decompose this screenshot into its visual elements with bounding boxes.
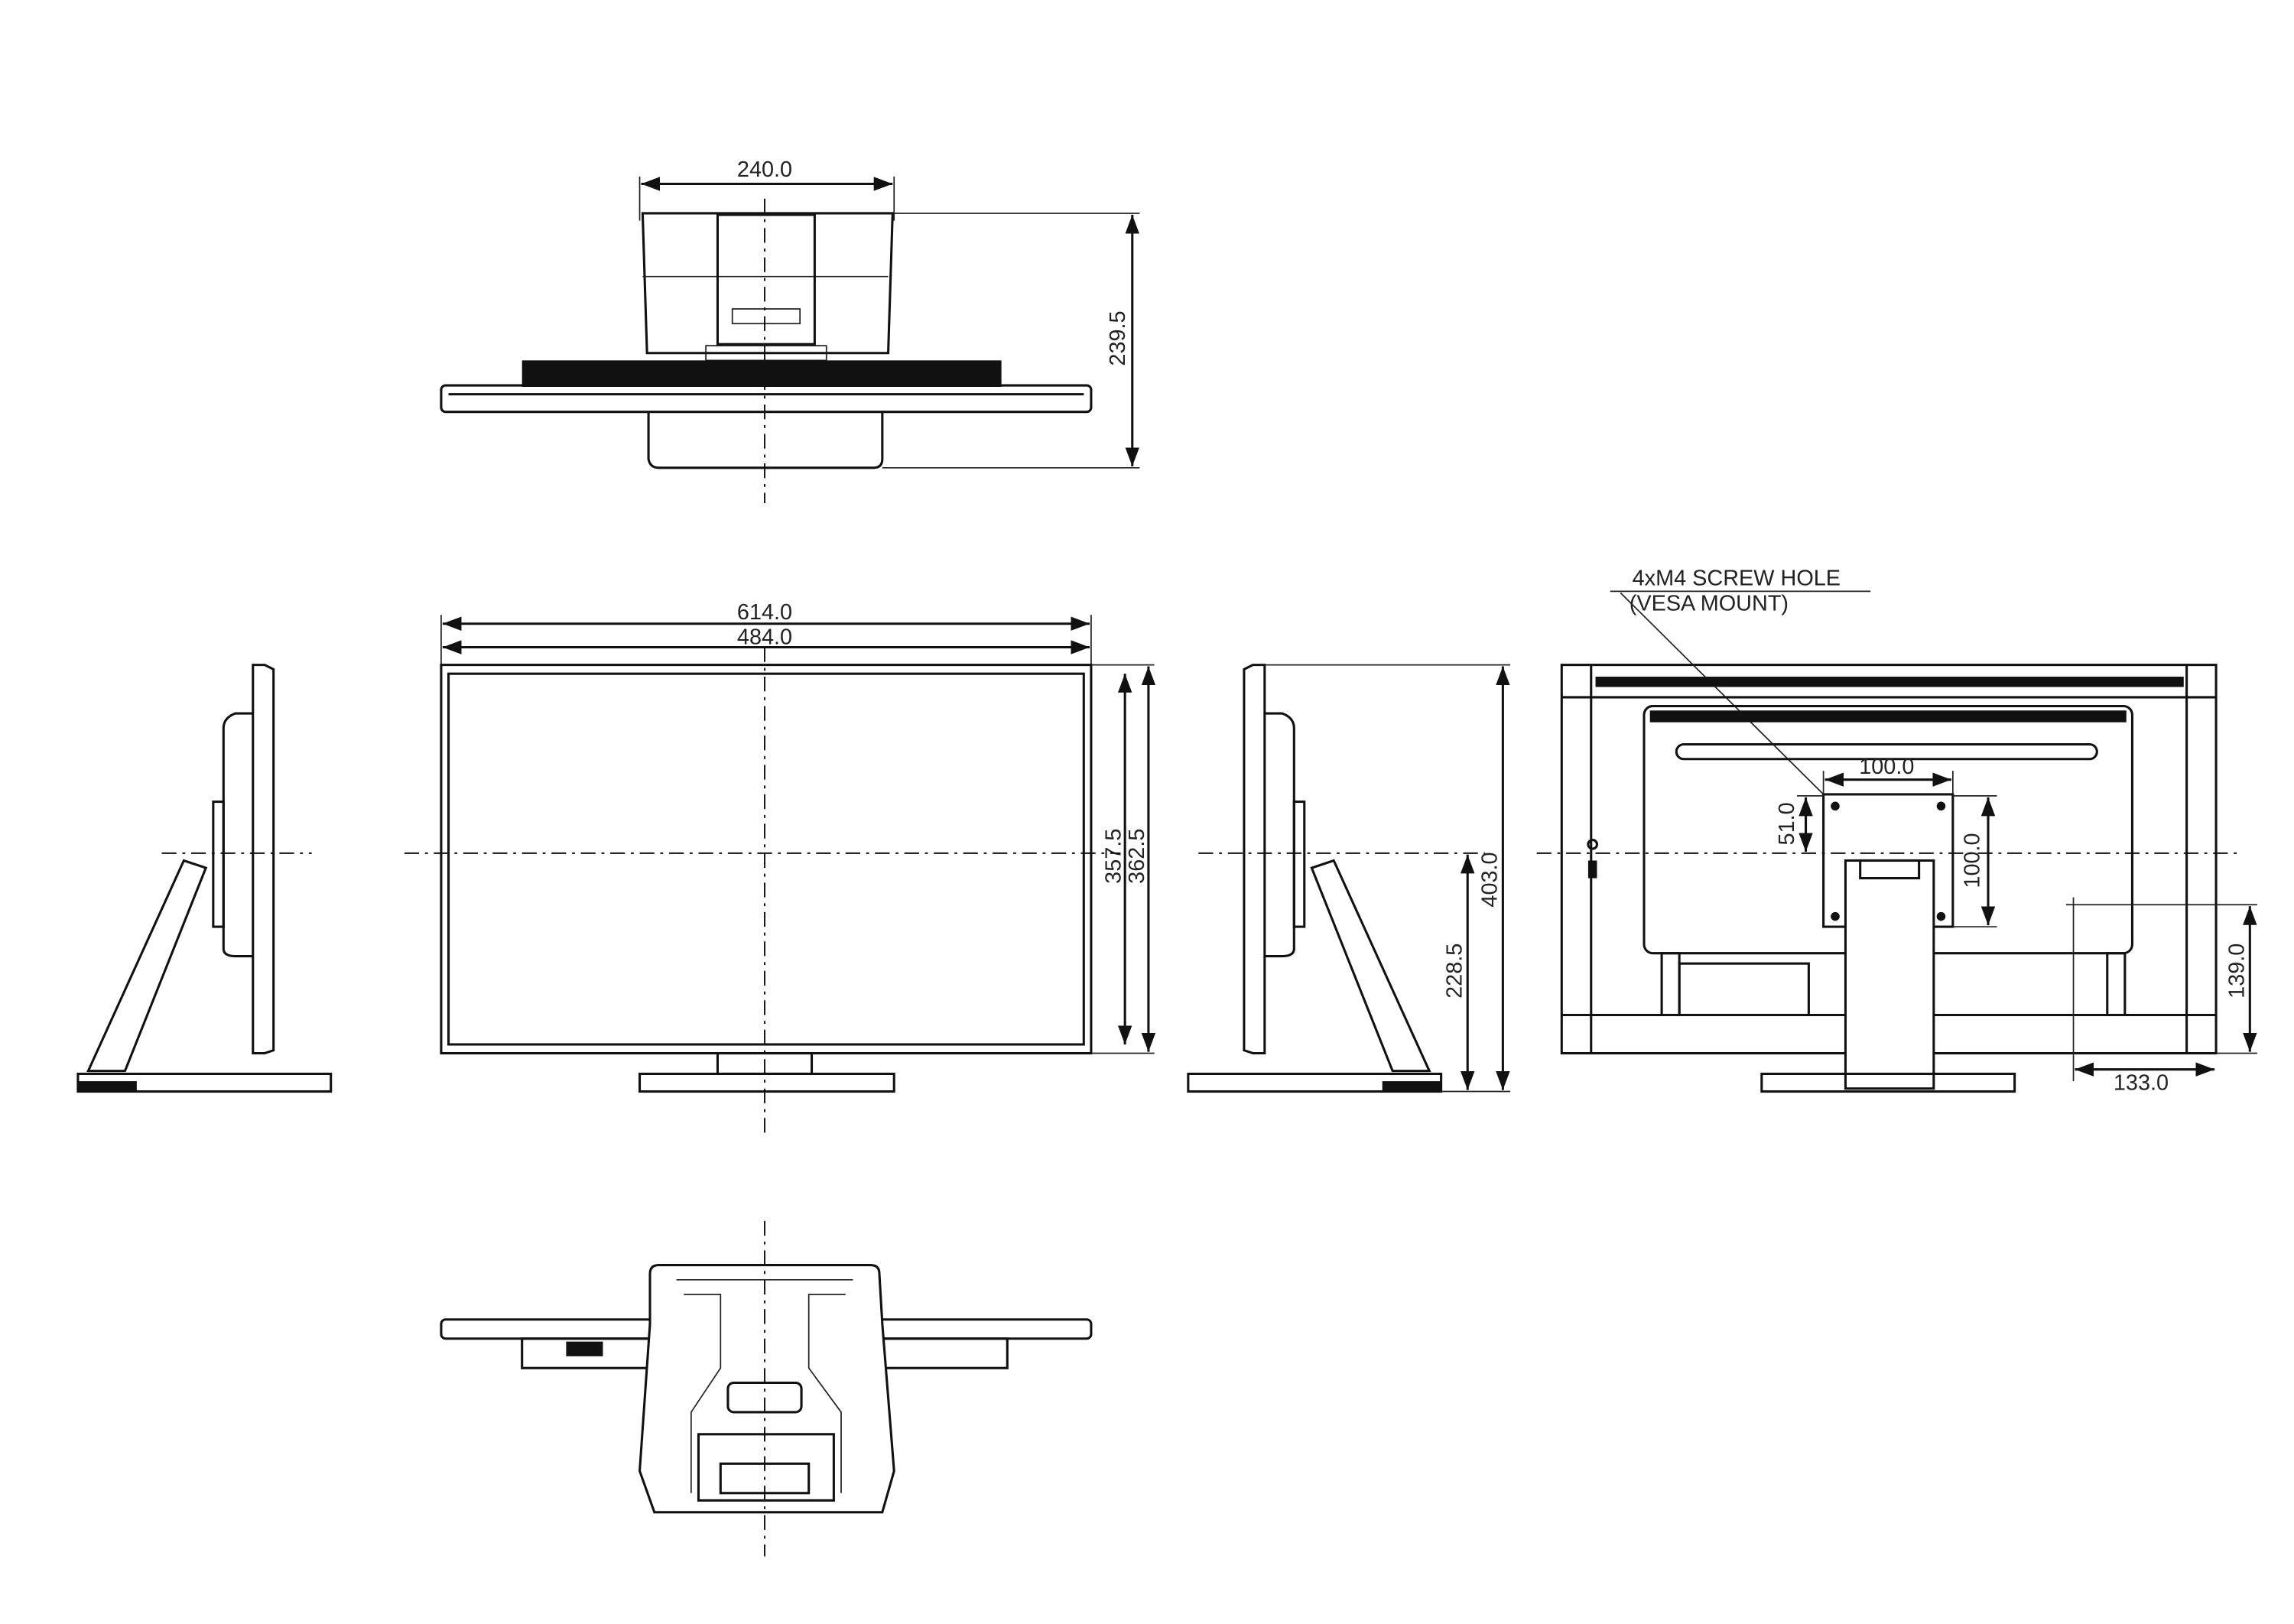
dim-vesa-offset: 51.0	[1775, 802, 1799, 845]
note-vesa-mount: (VESA MOUNT)	[1630, 591, 1789, 615]
dim-overall-width: 614.0	[737, 600, 792, 625]
dim-top-depth: 239.5	[1106, 310, 1130, 365]
right-side-view: 403.0 228.5	[1187, 664, 1510, 1093]
note-screw-hole: 4xM4 SCREW HOLE	[1633, 567, 1841, 591]
dim-center-height: 228.5	[1443, 944, 1467, 999]
dim-top-width: 240.0	[737, 158, 792, 182]
top-view: 240.0 239.5	[440, 158, 1140, 503]
dim-vesa-vertical: 100.0	[1960, 833, 1984, 888]
dim-overall-height: 403.0	[1478, 852, 1503, 907]
leader-line	[1620, 592, 1824, 795]
dim-screen-height: 357.5	[1101, 829, 1126, 884]
front-view: 614.0 484.0 357.5 362.5	[404, 600, 1156, 1133]
dim-stand-width: 484.0	[737, 625, 792, 650]
rear-view: 4xM4 SCREW HOLE (VESA MOUNT) 100.0 51.0 …	[1536, 567, 2257, 1096]
dim-panel-height: 362.5	[1125, 829, 1149, 884]
dim-vesa-horizontal: 100.0	[1859, 755, 1914, 779]
left-side-view	[76, 664, 333, 1093]
bottom-view	[440, 1220, 1093, 1557]
dim-port-offset: 133.0	[2114, 1071, 2169, 1096]
dim-port-height: 139.0	[2225, 944, 2250, 999]
